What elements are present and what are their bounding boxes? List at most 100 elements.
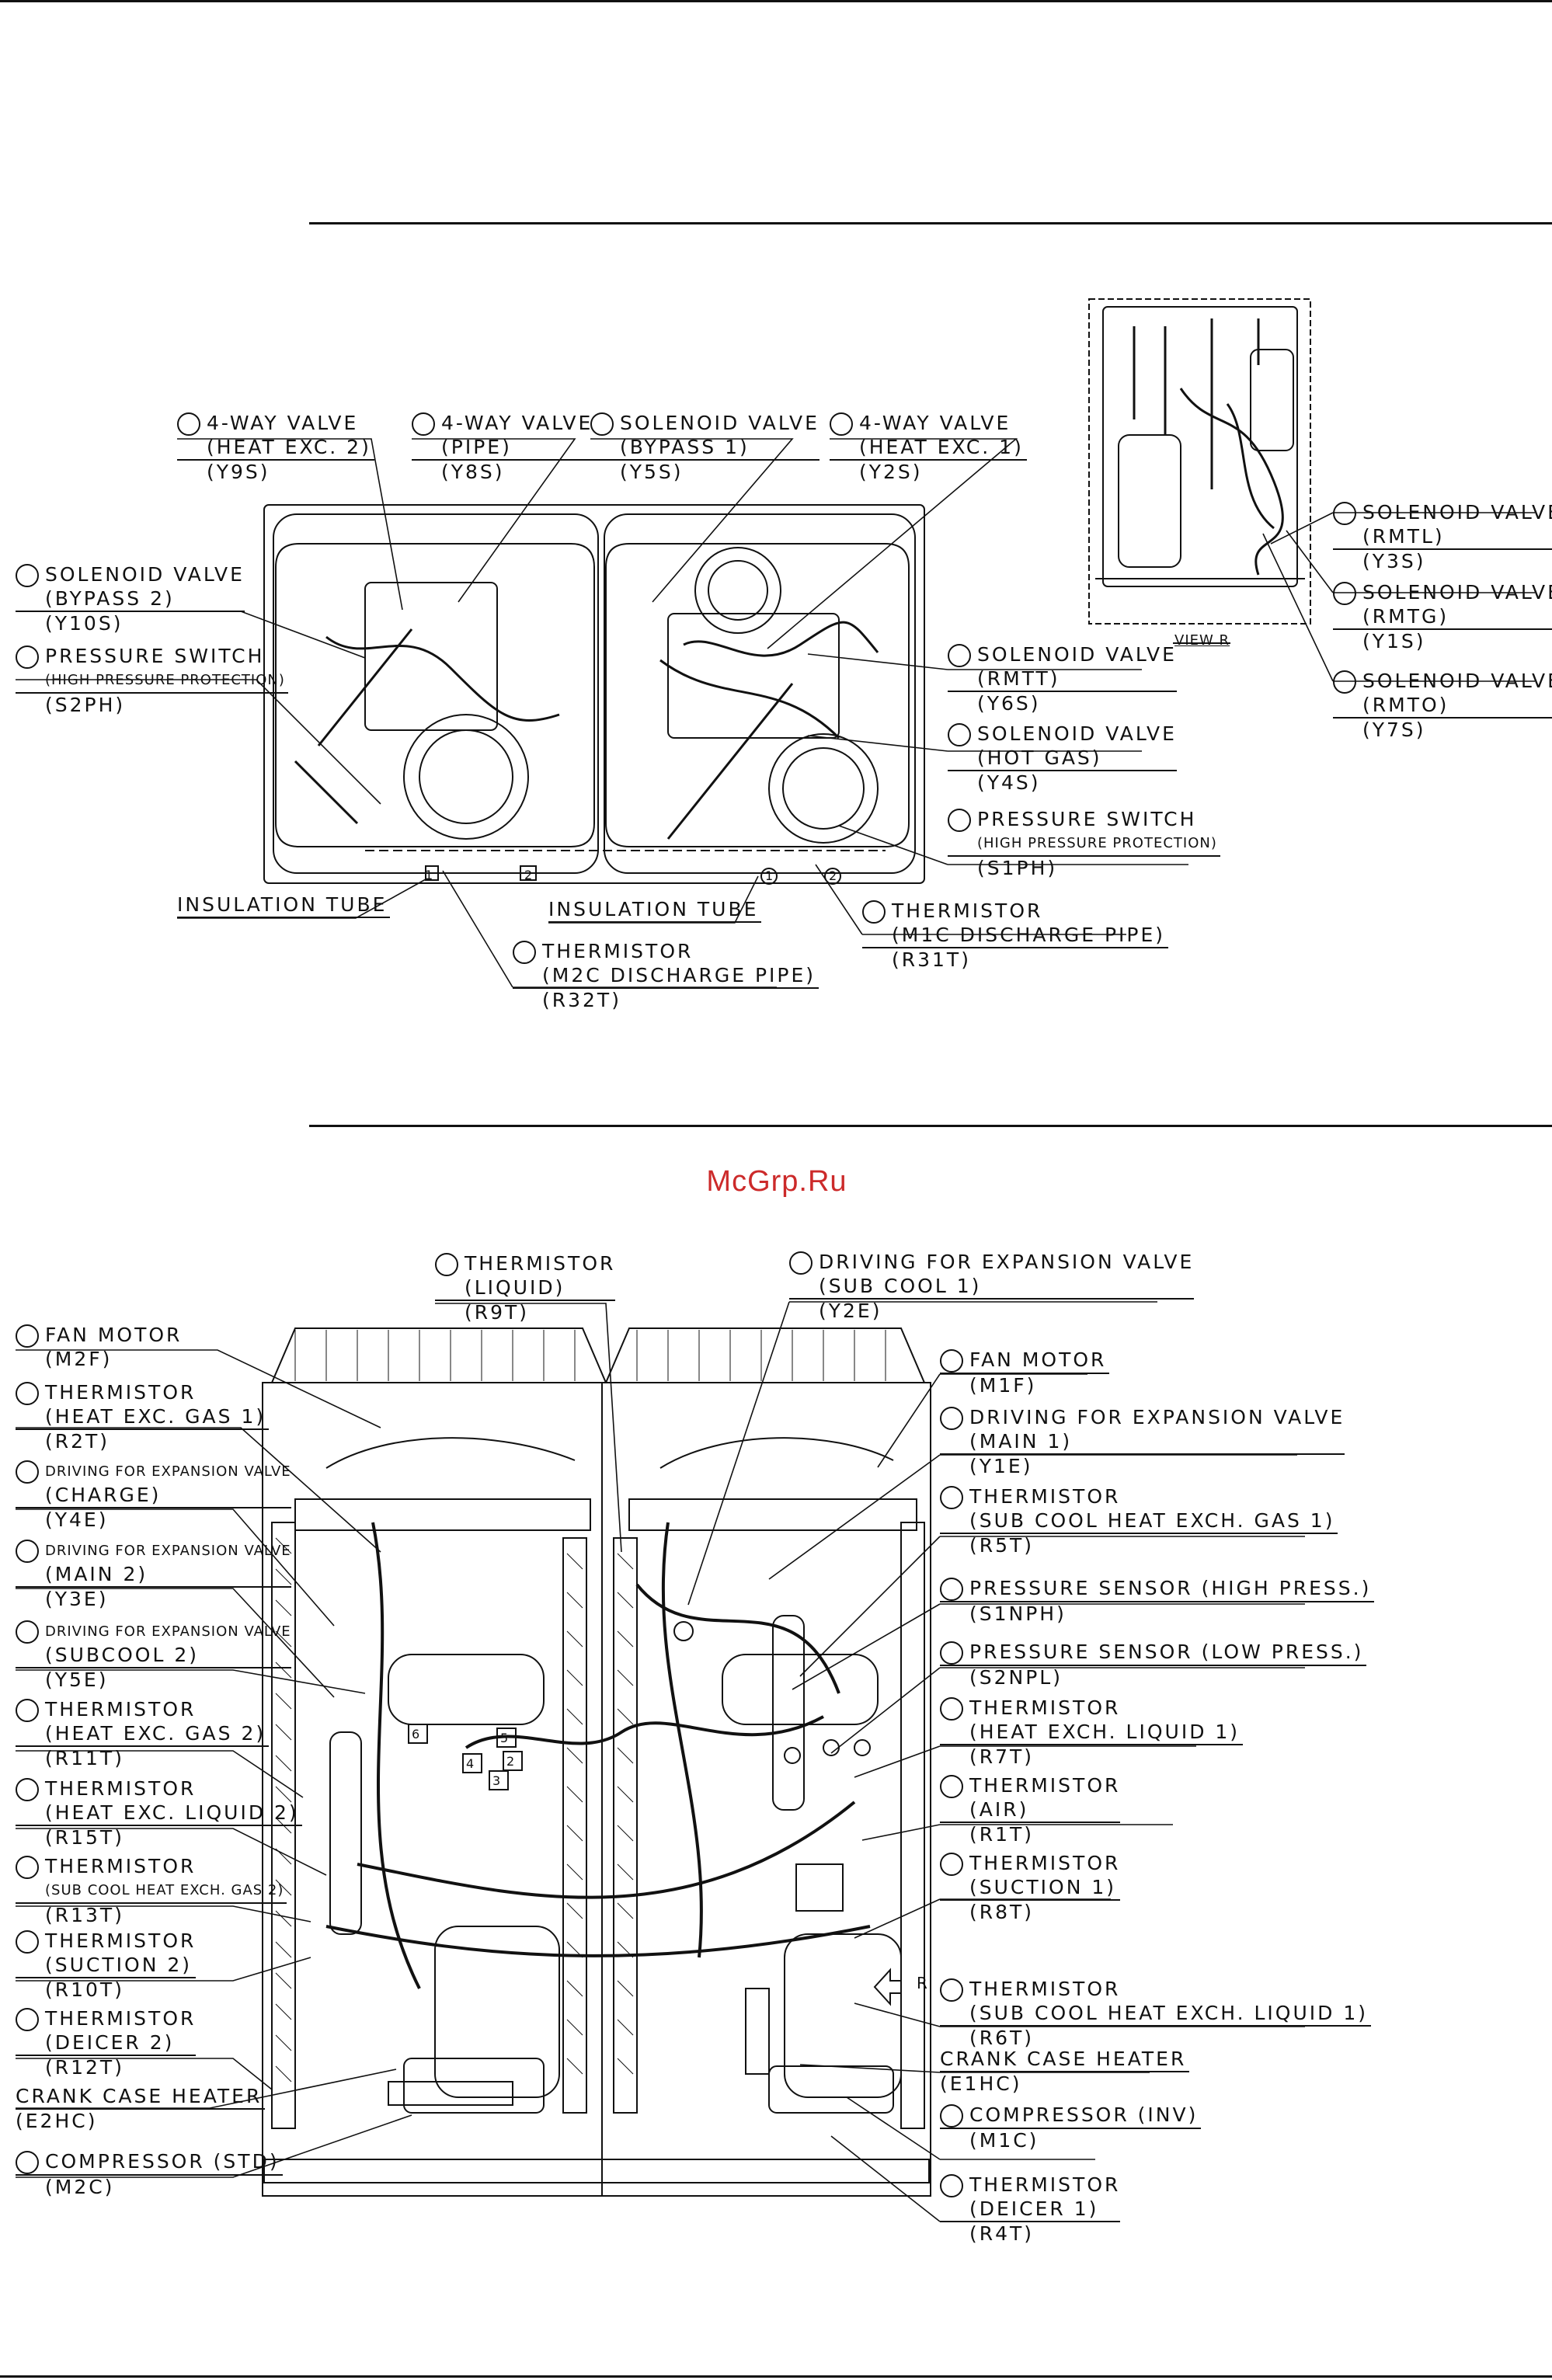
callout-circle-icon — [940, 1775, 963, 1798]
tag-2-bottom: 2 — [506, 1754, 515, 1769]
label-line2: (HIGH PRESSURE PROTECTION) — [948, 832, 1220, 857]
label-line2: (RMTT) — [948, 667, 1177, 692]
callout-y1e: DRIVING FOR EXPANSION VALVE (MAIN 1) (Y1… — [940, 1406, 1345, 1478]
label-line3: (Y6S) — [977, 692, 1041, 715]
label-line3: (Y3E) — [45, 1588, 109, 1610]
label-line1: SOLENOID VALVE — [1362, 581, 1552, 604]
label-line1: THERMISTOR — [969, 1978, 1121, 2000]
label-line3: (R11T) — [45, 1747, 124, 1769]
label-line3: (S2PH) — [45, 694, 126, 716]
label-line3: (Y10S) — [45, 612, 124, 635]
callout-r8t: THERMISTOR (SUCTION 1) (R8T) — [940, 1852, 1121, 1924]
label-line1: COMPRESSOR (INV) — [969, 2103, 1199, 2126]
label-line1: 4-WAY VALVE — [207, 412, 359, 434]
label-line1: THERMISTOR — [465, 1252, 616, 1275]
label-line3: (R5T) — [969, 1534, 1035, 1557]
callout-circle-icon — [940, 1978, 963, 2002]
label-line2: (MAIN 2) — [16, 1563, 291, 1588]
bottom-border — [0, 2375, 1552, 2378]
leader-lines-bottom — [16, 1301, 1305, 2222]
callout-circle-icon — [940, 2104, 963, 2128]
label-line2: (HEAT EXC. 1) — [830, 436, 1027, 461]
callout-y6s: SOLENOID VALVE (RMTT) (Y6S) — [948, 643, 1177, 715]
callout-m2c: COMPRESSOR (STD) (M2C) — [16, 2150, 283, 2199]
label-line2: (M1F) — [969, 1374, 1037, 1397]
callout-circle-icon — [16, 1460, 39, 1484]
label-line2: (AIR) — [940, 1798, 1121, 1823]
label-line3: (Y9S) — [207, 461, 270, 483]
label-line3: (Y3S) — [1362, 550, 1426, 572]
label-line2: (M1C DISCHARGE PIPE) — [862, 924, 1169, 948]
callout-circle-icon — [940, 2174, 963, 2197]
top-border — [0, 0, 1552, 2]
callout-circle-icon — [940, 1349, 963, 1373]
label-line2: (HEAT EXC. GAS 2) — [16, 1722, 270, 1747]
label-line3: (R4T) — [969, 2222, 1035, 2245]
label-line2: (HEAT EXC. 2) — [177, 436, 374, 461]
label-line3: (R10T) — [45, 1978, 124, 2001]
label-line2: (E1HC) — [940, 2072, 1022, 2095]
label-line1: THERMISTOR — [969, 1852, 1121, 1874]
callout-y4s: SOLENOID VALVE (HOT GAS) (Y4S) — [948, 722, 1177, 795]
callout-circle-icon — [1333, 582, 1356, 605]
callout-r7t: THERMISTOR (HEAT EXCH. LIQUID 1) (R7T) — [940, 1696, 1244, 1769]
label-line1: SOLENOID VALVE — [977, 722, 1177, 745]
view-r-inset — [1088, 298, 1311, 644]
callout-y5e: DRIVING FOR EXPANSION VALVE (SUBCOOL 2) … — [16, 1620, 291, 1692]
label-line1: DRIVING FOR EXPANSION VALVE — [969, 1406, 1345, 1428]
label-line1: THERMISTOR — [45, 1855, 197, 1877]
callout-circle-icon — [940, 1407, 963, 1430]
top-unit-plan-view — [263, 504, 925, 885]
label-line1: THERMISTOR — [45, 1777, 197, 1800]
label-line2: (M2F) — [45, 1348, 113, 1370]
callout-r11t: THERMISTOR (HEAT EXC. GAS 2) (R11T) — [16, 1698, 270, 1770]
label-line2: (RMTG) — [1333, 605, 1552, 630]
callout-circle-icon — [16, 1324, 39, 1348]
callout-circle-icon — [1333, 502, 1356, 525]
label-line1: FAN MOTOR — [45, 1324, 183, 1346]
label-line1: PRESSURE SWITCH — [45, 645, 265, 667]
callout-r15t: THERMISTOR (HEAT EXC. LIQUID 2) (R15T) — [16, 1777, 302, 1849]
callout-y1s: SOLENOID VALVE (RMTG) (Y1S) — [1333, 581, 1552, 653]
callout-r5t: THERMISTOR (SUB COOL HEAT EXCH. GAS 1) (… — [940, 1485, 1338, 1557]
callout-s2ph: PRESSURE SWITCH (HIGH PRESSURE PROTECTIO… — [16, 645, 288, 717]
label-line1: THERMISTOR — [542, 940, 694, 962]
label-line3: (R7T) — [969, 1745, 1035, 1768]
callout-r32t: THERMISTOR (M2C DISCHARGE PIPE) (R32T) — [513, 940, 819, 1012]
label-line3: (Y1S) — [1362, 630, 1426, 652]
callout-e2hc: CRANK CASE HEATER (E2HC) — [16, 2085, 266, 2133]
label-line3: (Y2E) — [819, 1300, 882, 1322]
label-line1: INSULATION TUBE — [548, 898, 762, 923]
callout-y10s: SOLENOID VALVE (BYPASS 2) (Y10S) — [16, 563, 245, 635]
label-line1: THERMISTOR — [969, 1774, 1121, 1797]
label-line3: (Y5S) — [620, 461, 684, 483]
callout-circle-icon — [830, 412, 853, 436]
callout-circle-icon — [789, 1251, 813, 1275]
callout-circle-icon — [412, 412, 435, 436]
callout-circle-icon — [16, 1856, 39, 1879]
callout-circle-icon — [16, 645, 39, 669]
section-rule-top — [309, 222, 1552, 224]
callout-circle-icon — [16, 1778, 39, 1801]
label-line3: (R32T) — [542, 989, 621, 1011]
section-rule-middle — [309, 1125, 1552, 1127]
label-line1: CRANK CASE HEATER — [940, 2048, 1190, 2072]
callout-s2npl: PRESSURE SENSOR (LOW PRESS.) (S2NPL) — [940, 1641, 1367, 1689]
callout-circle-icon — [940, 1697, 963, 1721]
label-line3: (R2T) — [45, 1430, 110, 1453]
callout-circle-icon — [940, 1578, 963, 1601]
label-line2: (RMTL) — [1333, 525, 1552, 550]
label-line2: (BYPASS 1) — [590, 436, 819, 461]
label-line1: DRIVING FOR EXPANSION VALVE — [45, 1543, 291, 1559]
callout-y2s: 4-WAY VALVE (HEAT EXC. 1) (Y2S) — [830, 412, 1027, 484]
callout-y3s: SOLENOID VALVE (RMTL) (Y3S) — [1333, 501, 1552, 573]
label-line1: PRESSURE SENSOR (LOW PRESS.) — [969, 1641, 1364, 1663]
callout-circle-icon — [940, 1641, 963, 1665]
label-line2: (SUBCOOL 2) — [16, 1644, 291, 1668]
callout-circle-icon — [940, 1853, 963, 1876]
label-line3: (R31T) — [892, 948, 971, 971]
label-line2: (HEAT EXCH. LIQUID 1) — [940, 1721, 1244, 1745]
callout-circle-icon — [590, 412, 614, 436]
callout-y5s: SOLENOID VALVE (BYPASS 1) (Y5S) — [590, 412, 819, 484]
tag-2-top-left: 2 — [524, 868, 533, 882]
